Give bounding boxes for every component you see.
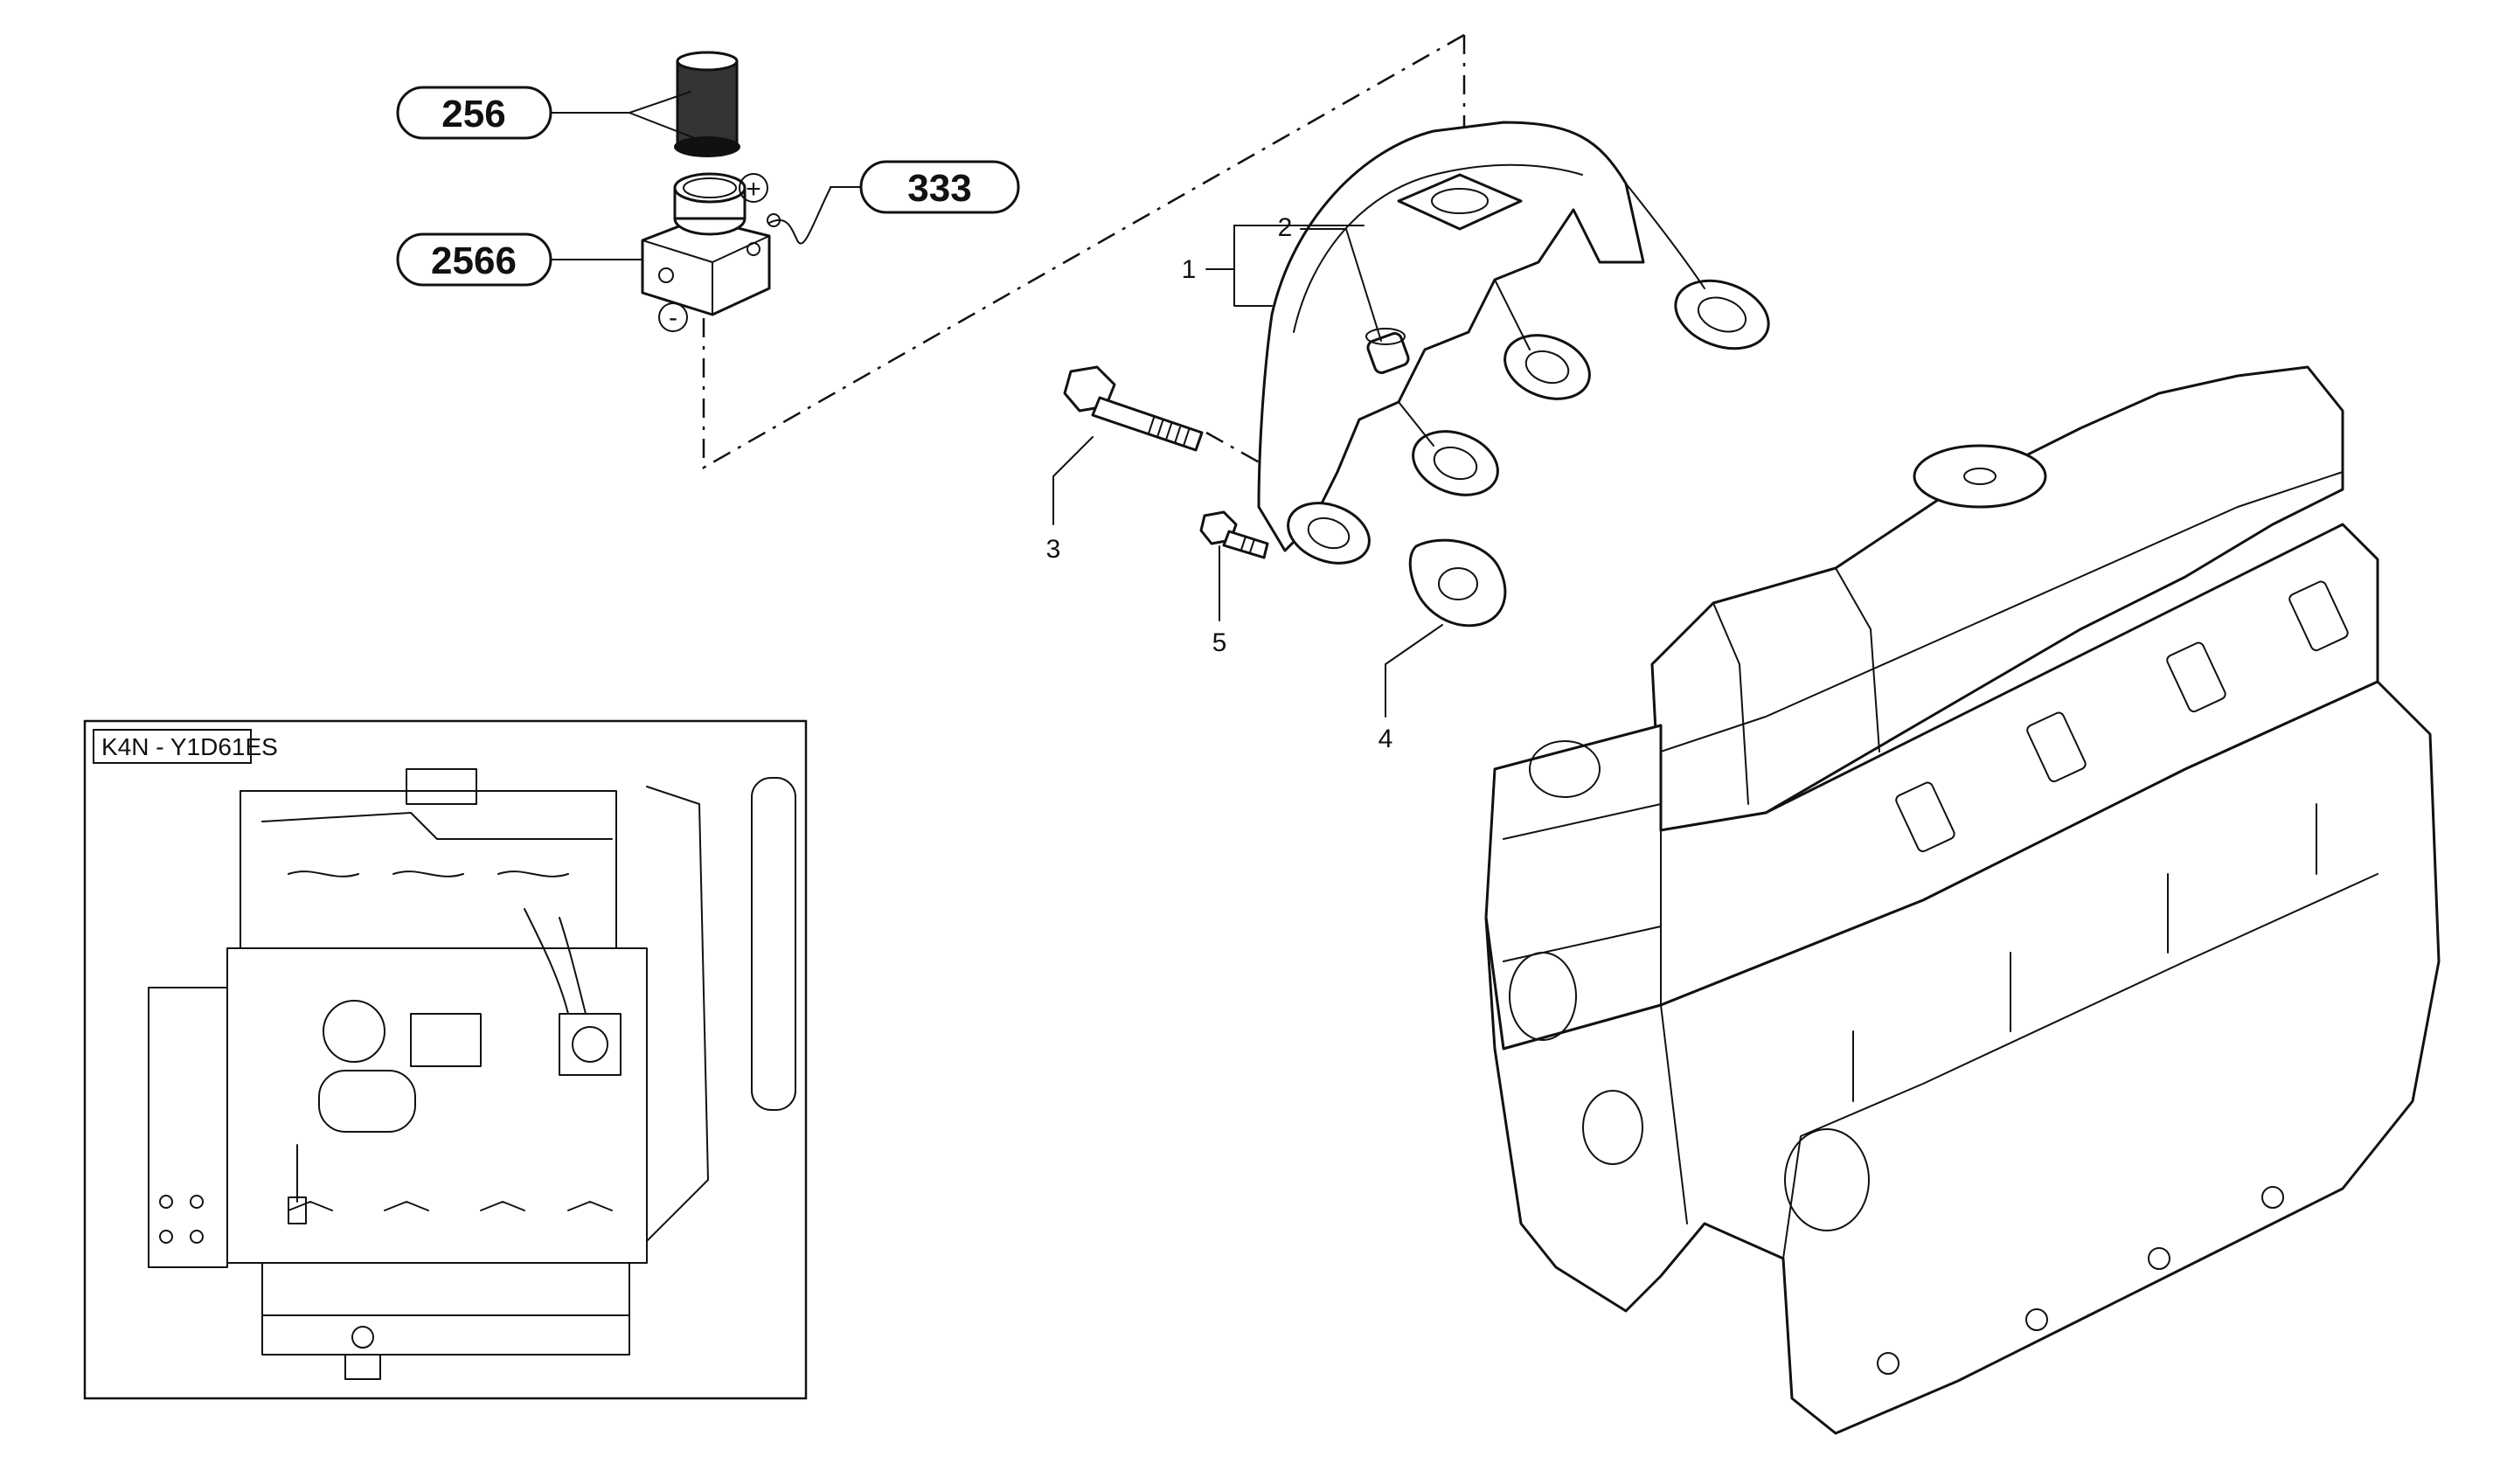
svg-text:256: 256: [441, 93, 505, 135]
svg-text:+: +: [746, 175, 761, 204]
manifold-bolt-short: [1199, 510, 1269, 559]
callout-part-5: 5: [1212, 545, 1227, 657]
svg-text:2566: 2566: [431, 239, 517, 282]
inset-reference-view: K4N - Y1D61ES: [83, 719, 808, 1400]
manifold-bolt-long: [1063, 365, 1204, 452]
callout-part-4: 4: [1379, 624, 1443, 753]
callout-badge-2566: 2566: [396, 232, 643, 287]
callout-part-3: 3: [1046, 436, 1094, 564]
callout-badge-256: 256: [396, 86, 700, 141]
svg-text:K4N - Y1D61ES: K4N - Y1D61ES: [101, 733, 278, 760]
engine-block: [1484, 365, 2441, 1435]
exhaust-manifold: [1257, 121, 1770, 565]
svg-text:333: 333: [907, 167, 971, 210]
callout-part-2: 2: [1278, 213, 1382, 342]
svg-text:-: -: [669, 303, 677, 332]
manifold-stud: [1365, 328, 1410, 374]
callout-badge-333: 333: [830, 160, 1020, 214]
minus-terminal-marker: -: [658, 302, 688, 332]
svg-text:1: 1: [1182, 255, 1197, 284]
coolant-hose: [674, 51, 740, 157]
thermostat-housing: [641, 172, 771, 316]
svg-text:3: 3: [1046, 535, 1061, 564]
plus-terminal-marker: +: [739, 173, 768, 204]
temperature-sensor-wire: [767, 187, 831, 245]
svg-text:5: 5: [1212, 628, 1227, 657]
svg-text:2: 2: [1278, 213, 1293, 242]
callout-part-1: 1: [1182, 225, 1365, 307]
svg-text:4: 4: [1379, 725, 1393, 753]
manifold-gasket: [1408, 538, 1507, 628]
inset-engine-front-view: [148, 768, 796, 1380]
